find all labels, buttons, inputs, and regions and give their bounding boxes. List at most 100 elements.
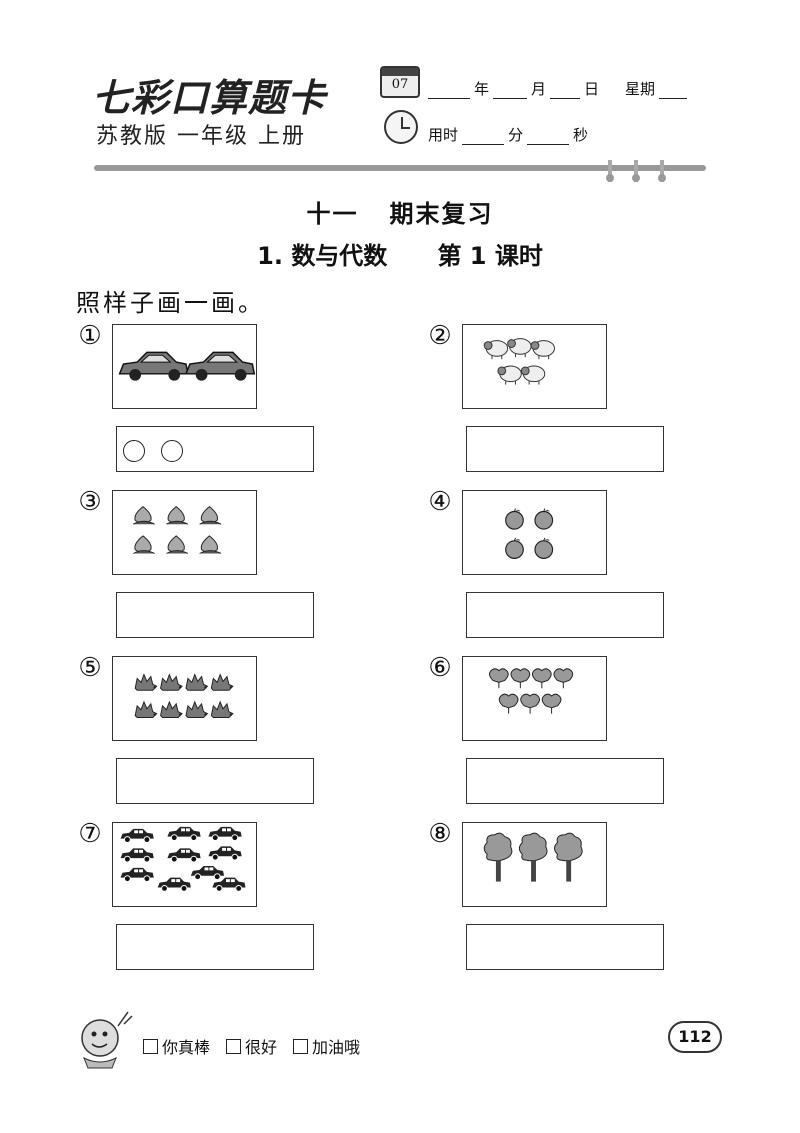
sheep-icon [483,340,509,360]
checkbox-icon[interactable] [293,1038,309,1054]
answer-box-6[interactable] [466,758,664,804]
time-used-label: 用时 [428,126,459,144]
rating-label: 你真棒 [162,1038,211,1057]
exercise-item-1: ① [76,322,396,482]
self-rating: 你真棒 很好 加油哦 [143,1034,360,1058]
flower-icon [541,693,562,714]
example-circle [123,440,145,462]
item-number: ⑦ [78,819,102,849]
calendar-icon: 07 [380,66,420,98]
peach-icon [132,535,155,554]
header-divider [94,165,706,171]
clock-icon [384,110,418,144]
page-number: 112 [668,1021,722,1053]
picture-small-cars [112,822,257,907]
answer-box-1[interactable] [116,426,314,472]
sheep-icon [530,340,556,360]
brand-logo: 七彩口算题卡 [92,72,326,120]
picture-trees [462,822,607,907]
instruction-text: 照样子画一画。 [76,289,265,317]
flower-icon [520,693,540,714]
year-blank[interactable] [428,83,470,99]
weekday-blank[interactable] [659,83,688,99]
flower-icon [553,668,574,689]
answer-box-4[interactable] [466,592,664,638]
seconds-label: 秒 [573,126,589,144]
item-number: ④ [428,487,452,517]
hedgehog-icon [185,700,209,719]
time-fields: 用时 分 秒 [428,124,588,145]
answer-box-7[interactable] [116,924,314,970]
item-number: ③ [78,487,102,517]
rating-option[interactable]: 你真棒 [143,1034,210,1058]
calendar-number: 07 [391,77,409,92]
flower-icon [531,668,552,689]
car-icon [208,846,242,861]
date-fields: 年 月 日 星期 [428,78,688,99]
car-icon [120,867,154,883]
brand-title: 七彩口算题卡 [92,75,327,120]
brand-subtitle: 苏教版 一年级 上册 [96,124,306,149]
picture-apples [462,490,607,575]
picture-peaches [112,490,257,575]
checkbox-icon[interactable] [226,1038,242,1054]
picture-cars [112,324,257,409]
peach-icon [166,535,189,554]
section-title: 十一 期末复习 [306,200,494,228]
minutes-label: 分 [508,126,524,144]
car-icon [212,877,246,892]
decor-bead-icon [658,160,666,182]
tree-icon [483,832,513,882]
exercise-item-7: ⑦ [76,820,396,980]
day-blank[interactable] [550,83,581,99]
rating-option[interactable]: 加油哦 [293,1034,360,1058]
item-number: ① [78,321,102,351]
sheep-icon [497,365,522,385]
exercise-item-5: ⑤ [76,654,396,814]
exercise-item-6: ⑥ [426,654,746,814]
seconds-blank[interactable] [527,129,570,145]
item-number: ⑤ [78,653,102,683]
rating-option[interactable]: 很好 [226,1034,277,1058]
peach-icon [132,505,155,525]
flower-icon [510,668,531,689]
car-icon [190,865,225,881]
car-icon [184,351,256,381]
picture-hedgehogs [112,656,257,741]
exercise-item-2: ② [426,322,746,482]
answer-box-2[interactable] [466,426,664,472]
picture-flowers [462,656,607,741]
month-blank[interactable] [493,83,528,99]
day-label: 日 [584,80,600,98]
hedgehog-icon [210,700,234,719]
tree-icon [554,832,583,882]
tree-icon [518,832,548,882]
hedgehog-icon [160,700,183,719]
car-icon [120,828,154,844]
item-number: ② [428,321,452,351]
flower-icon [489,668,509,689]
answer-box-5[interactable] [116,758,314,804]
car-icon [167,826,201,842]
mascot-icon [72,1008,134,1070]
minutes-blank[interactable] [462,129,505,145]
car-icon [167,848,201,863]
rating-label: 加油哦 [312,1038,361,1057]
car-icon [157,877,191,892]
year-label: 年 [474,80,490,98]
apple-icon [534,508,554,530]
item-number: ⑥ [428,653,452,683]
car-icon [120,848,154,863]
peach-icon [199,535,222,554]
checkbox-icon[interactable] [143,1038,158,1054]
car-icon [208,826,242,842]
example-circle [161,440,183,462]
flower-icon [498,693,519,714]
answer-box-8[interactable] [466,924,664,970]
weekday-label: 星期 [625,80,656,98]
rating-label: 很好 [245,1038,278,1057]
answer-box-3[interactable] [116,592,314,638]
exercise-item-8: ⑧ [426,820,746,980]
car-icon [118,351,189,381]
apple-icon [534,537,554,559]
